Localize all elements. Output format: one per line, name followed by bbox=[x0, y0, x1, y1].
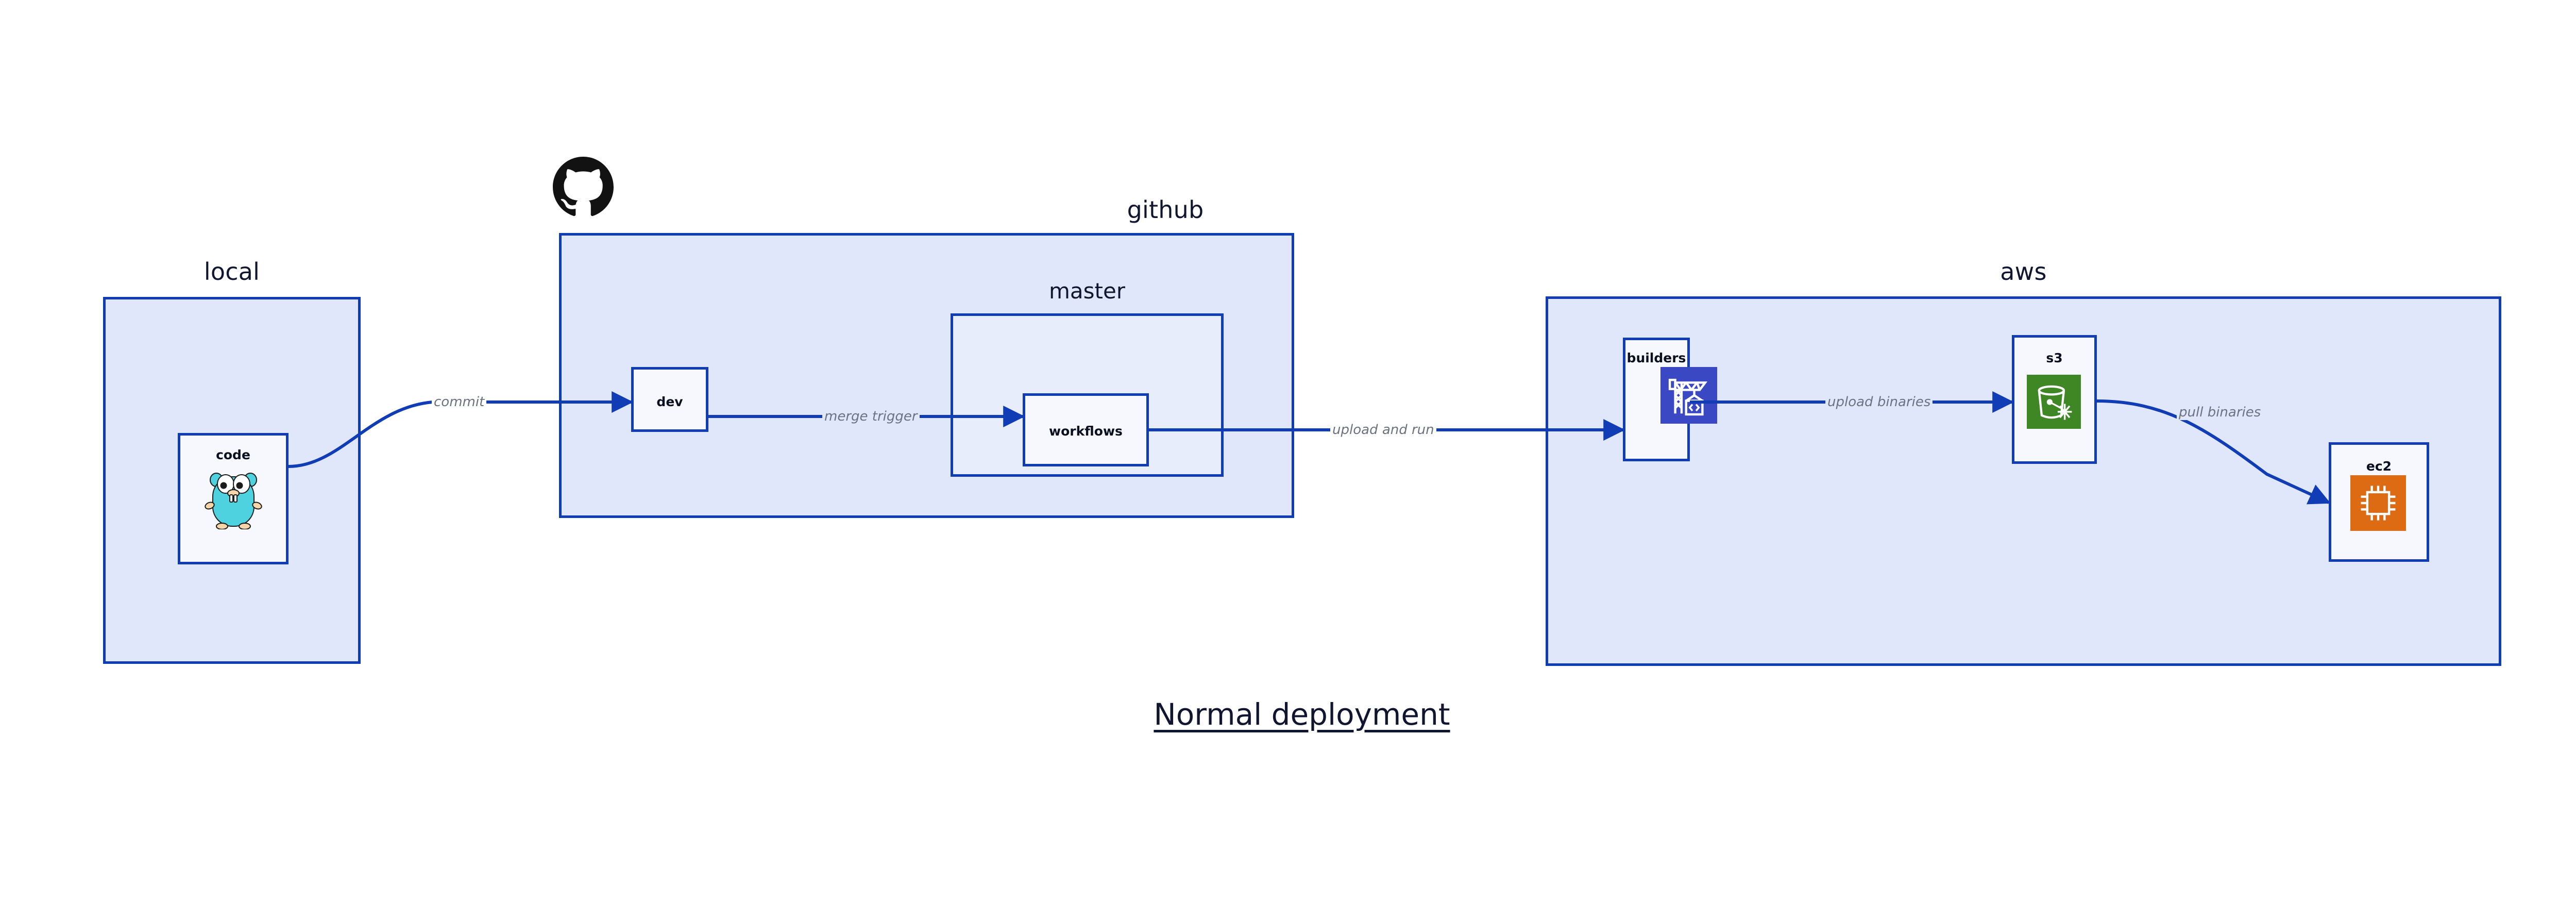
node-box-dev[interactable] bbox=[631, 367, 708, 432]
edge-label-upload-and-run: upload and run bbox=[1330, 422, 1436, 438]
github-octocat-icon bbox=[552, 155, 614, 219]
node-box-workflows[interactable] bbox=[1023, 393, 1149, 466]
group-label-local: local bbox=[204, 258, 260, 286]
aws-builder-crane-icon bbox=[1660, 367, 1717, 424]
go-gopher-icon bbox=[201, 464, 266, 531]
edge-label-commit: commit bbox=[432, 394, 487, 410]
node-label-workflows: workflows bbox=[1049, 424, 1123, 439]
edge-label-pull-binaries: pull binaries bbox=[2177, 405, 2263, 420]
node-label-dev: dev bbox=[656, 394, 683, 409]
group-label-aws: aws bbox=[2000, 258, 2047, 286]
aws-s3-bucket-icon bbox=[2027, 375, 2081, 429]
aws-ec2-chip-icon bbox=[2350, 475, 2406, 531]
edge-label-merge-trigger: merge trigger bbox=[822, 409, 920, 424]
edge-label-upload-binaries: upload binaries bbox=[1825, 394, 1933, 410]
page-title: Normal deployment bbox=[1154, 697, 1450, 732]
group-label-github: github bbox=[1127, 196, 1204, 224]
node-label-s3: s3 bbox=[2046, 350, 2063, 365]
node-label-code: code bbox=[216, 447, 250, 462]
node-label-builders: builders bbox=[1626, 350, 1686, 365]
node-label-ec2: ec2 bbox=[2366, 459, 2392, 474]
subgroup-label-master: master bbox=[1048, 278, 1126, 304]
